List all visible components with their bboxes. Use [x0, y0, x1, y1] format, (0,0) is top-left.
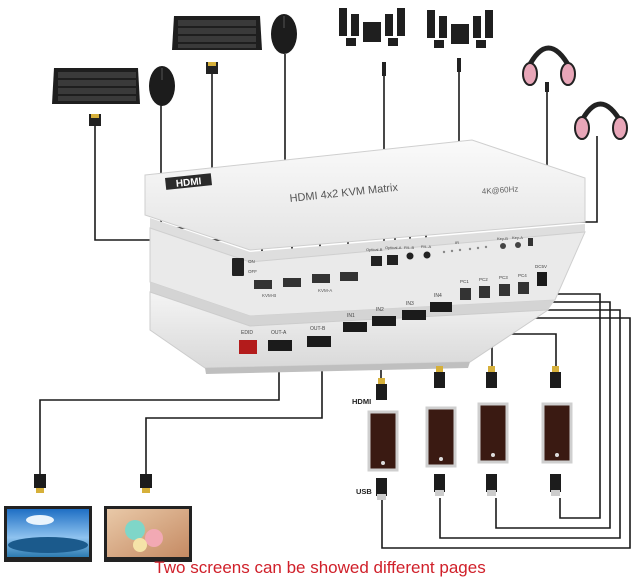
kvm-a-label: KVM-A — [318, 288, 332, 293]
usb-port-kvm-a-1[interactable] — [312, 274, 330, 283]
rl-a-label: R/L-A — [421, 244, 432, 249]
monitor-icon — [104, 474, 192, 562]
audio-jack-a[interactable] — [423, 251, 431, 259]
audio-jack-b[interactable] — [406, 252, 414, 260]
optical-b-port[interactable] — [371, 256, 382, 266]
hdmi-in3-port[interactable] — [402, 310, 426, 320]
pc4-usb-port[interactable] — [518, 282, 529, 294]
in2-label: IN2 — [376, 307, 384, 313]
mouse-icon — [271, 14, 297, 54]
front-panel-ports: EDID OUT-A OUT-B IN1 IN2 IN3 IN4 PC1 PC2… — [239, 264, 547, 354]
pc4-label: PC4 — [518, 273, 527, 278]
keyboard-icon — [52, 68, 140, 126]
usb-cable-label: USB — [356, 487, 372, 496]
ir-label: IR — [455, 240, 459, 245]
hdmi-in1-port[interactable] — [343, 322, 367, 332]
pc3-label: PC3 — [499, 275, 508, 280]
hdmi-logo-plate — [165, 173, 213, 190]
pc2-label: PC2 — [479, 277, 488, 282]
speaker-set-icon — [339, 8, 405, 76]
edid-dip-switch[interactable] — [239, 340, 257, 354]
hdmi-cable-label: HDMI — [352, 397, 371, 406]
pc-box-icon — [425, 366, 457, 496]
pc-box-icon — [541, 366, 573, 496]
key-a-label: Key-A — [512, 235, 523, 240]
dc-label: DC5V — [535, 264, 547, 269]
pc-box-icon — [367, 378, 399, 500]
kvm-matrix-device — [144, 139, 586, 374]
dc-power-port[interactable] — [537, 272, 547, 286]
headphones-icon — [522, 45, 576, 92]
hdmi-out-a-port[interactable] — [268, 340, 292, 351]
resolution-badge: 4K@60Hz — [482, 184, 519, 196]
speaker-set-icon — [427, 10, 493, 72]
hdmi-out-b-port[interactable] — [307, 336, 331, 347]
optical-a-port[interactable] — [387, 255, 398, 265]
ir-sensor — [528, 238, 533, 246]
rear-panel-ports: ON OFF KVM-B KVM-A Optical-B Optical-A R… — [232, 235, 533, 298]
power-switch[interactable] — [232, 258, 244, 276]
pc3-usb-port[interactable] — [499, 284, 510, 296]
power-off-label: OFF — [248, 269, 257, 274]
usb-port-kvm-a-2[interactable] — [340, 272, 358, 281]
key-b-label: Key-B — [497, 236, 508, 241]
mouse-icon — [149, 66, 175, 106]
kvm-b-label: KVM-B — [262, 293, 276, 298]
in4-label: IN4 — [434, 293, 442, 299]
pc1-usb-port[interactable] — [460, 288, 471, 300]
key-a-button[interactable] — [515, 242, 521, 248]
keyboard-icon — [172, 16, 262, 74]
out-a-label: OUT-A — [271, 330, 287, 336]
power-on-label: ON — [248, 259, 255, 264]
optical-a-label: Optical-A — [385, 245, 402, 250]
edid-label: EDID — [241, 330, 253, 336]
pc1-label: PC1 — [460, 279, 469, 284]
status-leds — [442, 245, 488, 254]
pc2-usb-port[interactable] — [479, 286, 490, 298]
monitor-icon — [4, 474, 92, 562]
usb-port-kvm-b-1[interactable] — [254, 280, 272, 289]
rl-b-label: R/L-B — [404, 245, 415, 250]
pc-box-icon — [477, 366, 509, 496]
in1-label: IN1 — [347, 313, 355, 319]
in3-label: IN3 — [406, 301, 414, 307]
out-b-label: OUT-B — [310, 326, 326, 332]
headphones-icon — [574, 101, 628, 140]
key-b-button[interactable] — [500, 243, 506, 249]
hdmi-in2-port[interactable] — [372, 316, 396, 326]
optical-b-label: Optical-B — [366, 247, 383, 252]
hdmi-in4-port[interactable] — [430, 302, 452, 312]
hdmi-logo: HDMI — [175, 176, 202, 190]
caption: Two screens can be showed different page… — [154, 558, 486, 577]
usb-port-kvm-b-2[interactable] — [283, 278, 301, 287]
